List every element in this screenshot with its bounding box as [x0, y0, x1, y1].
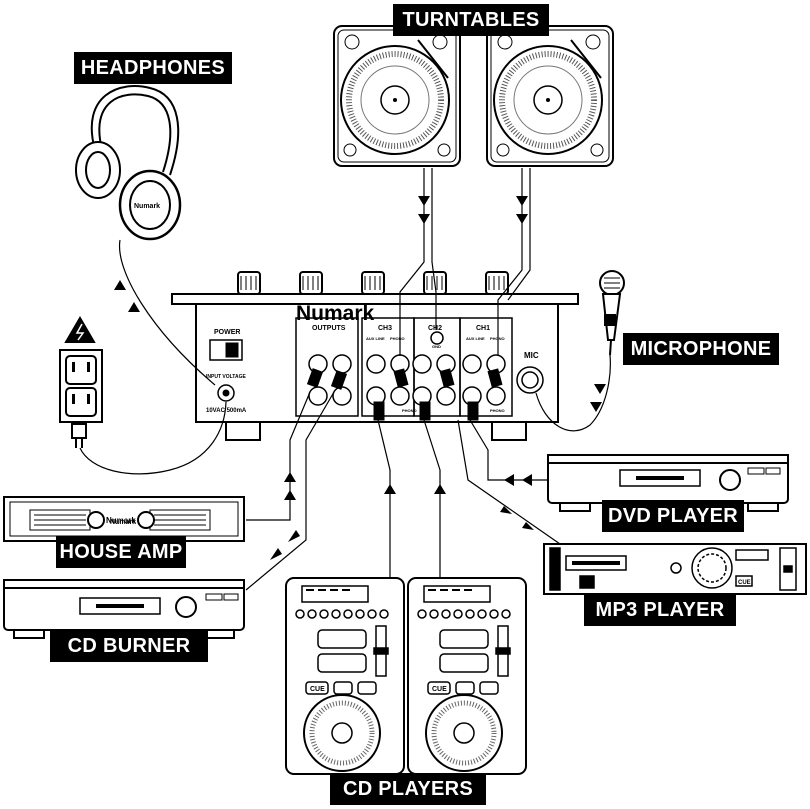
dvd-player	[547, 454, 789, 512]
mixer-ch1-phono-label: PHONO	[490, 336, 505, 341]
label-turntables: TURNTABLES	[393, 4, 549, 36]
headphones: Numark	[75, 84, 182, 241]
mixer-mic-label: MIC	[524, 351, 539, 360]
cd-left-cue-label: CUE	[310, 686, 325, 693]
mixer-outputs-label: OUTPUTS	[312, 325, 346, 332]
mixer-power-label: POWER	[214, 329, 240, 336]
svg-text:Numark: Numark	[106, 516, 136, 525]
svg-text:Numark: Numark	[134, 203, 160, 210]
cd-right-cue-label: CUE	[432, 686, 447, 693]
label-cd-players: CD PLAYERS	[330, 773, 486, 805]
mixer-ch3-aux-label: AUX LINE	[366, 336, 385, 341]
cd-burner	[3, 579, 245, 639]
mixer-gnd-label: GND	[432, 344, 441, 349]
mixer-ch2-label: CH2	[428, 325, 442, 332]
wall-outlet	[59, 316, 103, 448]
microphone	[599, 270, 625, 356]
cables	[79, 168, 611, 591]
mixer-ch3-label: CH3	[378, 325, 392, 332]
mp3-cue-label: CUE	[738, 580, 751, 586]
mixer	[171, 271, 579, 441]
mixer-ch1-label: CH1	[476, 325, 490, 332]
mixer-input-voltage-label: INPUT VOLTAGE	[206, 374, 246, 380]
mixer-ch1-aux-label: AUX LINE	[466, 336, 485, 341]
mixer-ch3-phono-lower: PHONO	[402, 408, 417, 413]
mixer-brand: Numark	[296, 302, 375, 325]
label-headphones: HEADPHONES	[74, 52, 232, 84]
cd-player-right: CUE	[407, 577, 527, 775]
turntable-left	[333, 25, 461, 167]
house-amp: Numark	[3, 496, 245, 542]
turntable-right	[486, 25, 614, 167]
mixer-ch1-phono-lower: PHONO	[490, 408, 505, 413]
cd-player-left: CUE	[285, 577, 405, 775]
mixer-voltage-rating: 10VAC 500mA	[206, 408, 247, 414]
label-house-amp: HOUSE AMP	[56, 536, 186, 568]
label-dvd-player: DVD PLAYER	[602, 500, 744, 532]
signal-arrows	[114, 196, 606, 560]
label-microphone: MICROPHONE	[623, 333, 779, 365]
amp-brand: Numark	[110, 519, 136, 526]
label-mp3-player: MP3 PLAYER	[584, 594, 736, 626]
label-cd-burner: CD BURNER	[50, 630, 208, 662]
mp3-player: CUE	[543, 543, 807, 595]
mixer-ch3-phono-label: PHONO	[390, 336, 405, 341]
